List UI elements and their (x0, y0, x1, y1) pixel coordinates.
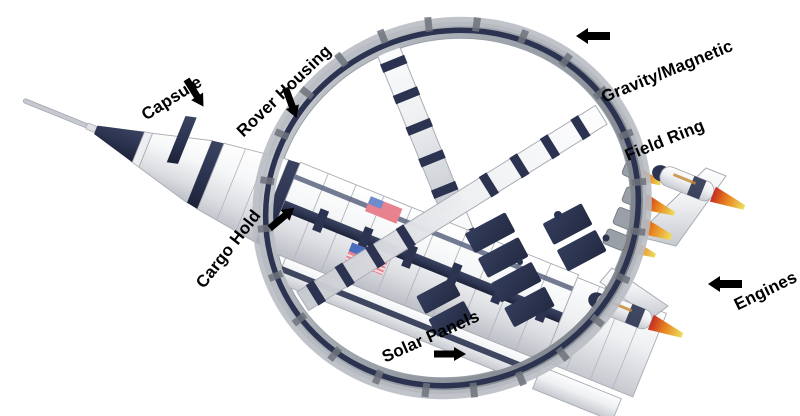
engine-nacelle-upper (652, 165, 746, 210)
antenna-spike (22, 98, 97, 133)
ring-spokes-front (296, 104, 608, 312)
hull-greebles (517, 211, 610, 265)
capsule-section (138, 115, 225, 210)
solar-panel-array (416, 203, 607, 337)
field-ring-front (252, 16, 652, 400)
